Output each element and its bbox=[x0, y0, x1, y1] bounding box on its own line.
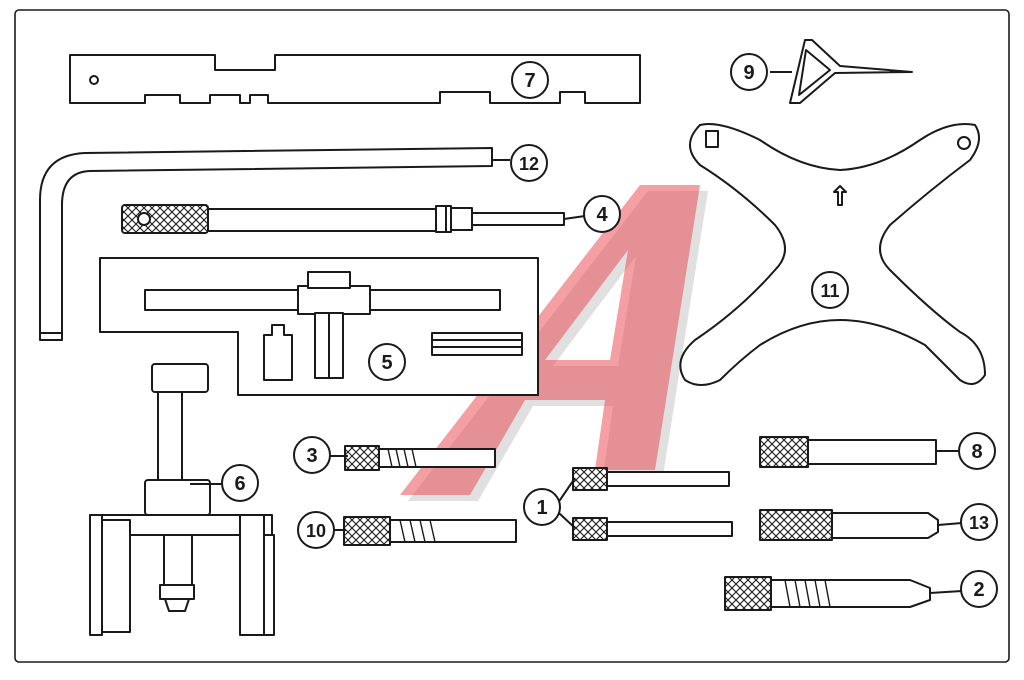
callout-4 bbox=[583, 195, 621, 233]
tool-12-hex-key bbox=[39, 147, 493, 341]
tool-8-pin bbox=[759, 436, 937, 468]
callout-13-label: 13 bbox=[969, 513, 989, 533]
tool-9-triangle-key bbox=[789, 39, 913, 104]
callout-8 bbox=[958, 432, 996, 470]
callout-6 bbox=[221, 464, 259, 502]
tool-13-pin bbox=[759, 509, 939, 541]
callout-1-label: 1 bbox=[536, 497, 547, 519]
callout-8-label: 8 bbox=[971, 441, 982, 463]
tool-2-threaded-pin bbox=[724, 576, 931, 611]
tool-7-locking-plate bbox=[69, 54, 641, 104]
callout-13 bbox=[960, 503, 998, 541]
callout-2-label: 2 bbox=[973, 579, 984, 601]
tool-1-pins bbox=[572, 467, 733, 541]
callout-12-label: 12 bbox=[519, 154, 539, 174]
callout-4-label: 4 bbox=[596, 204, 608, 226]
red-letter-A-logo bbox=[400, 185, 708, 501]
callout-9 bbox=[730, 53, 768, 91]
callout-12 bbox=[510, 144, 548, 182]
callout-11-label: 11 bbox=[820, 281, 839, 301]
callout-1 bbox=[523, 488, 561, 526]
callout-3 bbox=[293, 436, 331, 474]
tool-6-puller bbox=[89, 363, 275, 636]
callout-6-label: 6 bbox=[234, 473, 245, 495]
tool-10-pin bbox=[343, 516, 517, 546]
callout-7 bbox=[511, 61, 549, 99]
tool-3-pin bbox=[344, 445, 496, 471]
callout-11 bbox=[811, 271, 849, 309]
tool-5-flywheel-holder bbox=[99, 257, 539, 396]
callout-2 bbox=[960, 570, 998, 608]
callout-7-label: 7 bbox=[524, 70, 535, 92]
callout-5 bbox=[368, 343, 406, 381]
callout-3-label: 3 bbox=[306, 445, 317, 467]
callout-10 bbox=[297, 511, 335, 549]
callout-10-label: 10 bbox=[306, 521, 326, 541]
callout-5-label: 5 bbox=[381, 352, 392, 374]
tool-11-camshaft-holder bbox=[679, 123, 986, 386]
callout-9-label: 9 bbox=[743, 62, 754, 84]
